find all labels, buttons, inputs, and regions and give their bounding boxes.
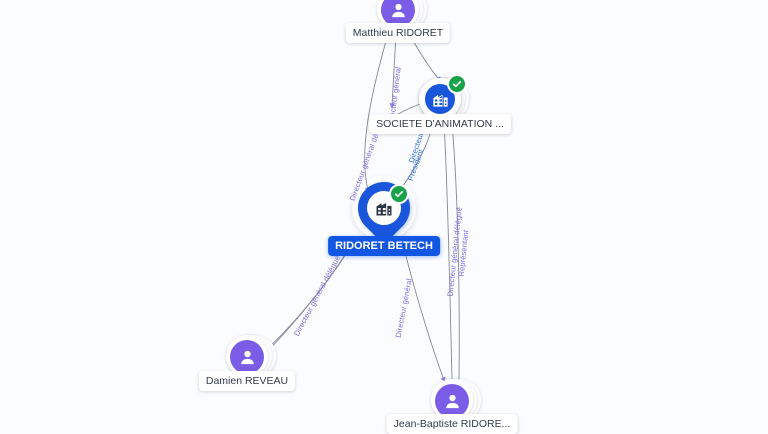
person-icon (230, 340, 264, 374)
person-icon (435, 384, 469, 418)
verified-check-icon (389, 184, 409, 204)
edge-matthieu-ridoret (364, 33, 389, 193)
edge-label-directeur-general-delegue-3: Directeur général délégué (445, 206, 464, 297)
selected-node-pin (347, 171, 421, 245)
edge-label-representant: Représentant (456, 229, 471, 277)
verified-check-icon (447, 74, 467, 94)
edge-label-directeur-general-2: Directeur général (393, 277, 414, 339)
edge-ridoret-damien-b (262, 242, 353, 357)
node-label-societe-animation[interactable]: SOCIETE D'ANIMATION ... (369, 114, 511, 134)
node-label-damien-reveau[interactable]: Damien REVEAU (198, 371, 296, 391)
edge-label-president: Président (405, 147, 426, 183)
edge-matthieu-societe-dg (389, 33, 397, 109)
person-icon (381, 0, 415, 27)
node-label-ridoret-betech[interactable]: RIDORET BETECH (328, 236, 440, 256)
company-node-wrap (419, 74, 467, 120)
edge-label-directeur-general-delegue-4: Directeur général délégué (292, 254, 343, 338)
edge-ridoret-jb (401, 239, 446, 383)
node-label-jean-baptiste-ridoret[interactable]: Jean-Baptiste RIDORE... (386, 414, 518, 434)
edge-jb-societe-dgd (441, 121, 453, 381)
edge-jb-societe-rep (449, 121, 460, 381)
node-label-matthieu-ridoret[interactable]: Matthieu RIDORET (345, 23, 451, 43)
